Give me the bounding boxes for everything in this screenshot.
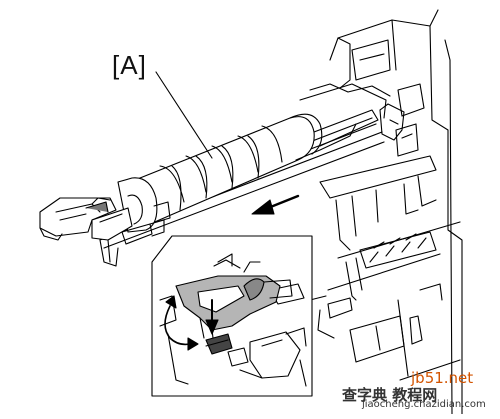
watermark-url: jiaocheng.chazidian.com — [362, 399, 486, 410]
pull-direction-arrow — [251, 194, 300, 215]
watermark-site-name: 查字典 教程网 — [342, 386, 438, 404]
copier-body — [309, 9, 463, 415]
toner-bottle — [39, 109, 379, 267]
callout-label-a: [A] — [112, 50, 147, 80]
watermark-domain: jb51.net — [411, 369, 474, 387]
detail-inset — [151, 235, 313, 397]
callout-leader-line — [155, 71, 213, 159]
